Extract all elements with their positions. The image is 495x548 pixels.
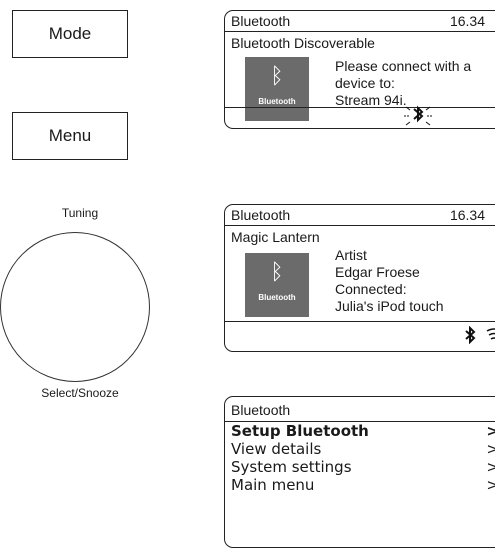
menu-button[interactable]: Menu (12, 112, 128, 160)
screen-time: 16.34 (449, 13, 485, 29)
display-screen-discoverable: Bluetooth 16.34 Bluetooth Discoverable ᛒ… (224, 10, 495, 129)
info-line-1: Artist (335, 247, 367, 263)
message-line-2: device to: (335, 75, 395, 91)
menu-item-main-menu[interactable]: Main menu (231, 476, 315, 494)
display-screen-menu: Bluetooth Setup Bluetooth > View details… (224, 396, 495, 548)
chevron-right-icon: > (486, 422, 495, 440)
info-line-4: Julia's iPod touch (335, 298, 444, 314)
info-line-2: Edgar Froese (335, 264, 420, 280)
divider (225, 107, 495, 108)
mode-button[interactable]: Mode (12, 10, 128, 58)
menu-item-setup-bluetooth[interactable]: Setup Bluetooth (231, 422, 369, 440)
divider (225, 321, 495, 322)
mode-button-label: Mode (48, 24, 92, 43)
bluetooth-logo-text: Bluetooth (258, 97, 296, 106)
screen-title: Bluetooth (231, 402, 291, 418)
tuning-knob[interactable] (0, 232, 150, 382)
chevron-right-icon: > (486, 440, 495, 458)
chevron-right-icon: > (486, 458, 495, 476)
bluetooth-icon: ᛒ (270, 64, 284, 89)
message-line-1: Please connect with a (335, 58, 472, 74)
bluetooth-logo: ᛒ Bluetooth (245, 253, 309, 317)
screen-time: 16.34 (449, 207, 485, 223)
menu-item-view-details[interactable]: View details (231, 440, 322, 458)
bluetooth-icon: ᛒ (270, 260, 284, 285)
screen-title: Bluetooth (231, 13, 291, 29)
bluetooth-blinking-icon (404, 105, 432, 126)
divider (225, 225, 495, 226)
display-screen-connected: Bluetooth 16.34 Magic Lantern ᛒ Bluetoot… (224, 204, 495, 352)
menu-button-label: Menu (48, 126, 92, 145)
track-title: Magic Lantern (231, 229, 320, 245)
bluetooth-icon (465, 326, 476, 344)
chevron-right-icon: > (486, 476, 495, 494)
divider (225, 421, 495, 422)
bluetooth-logo-text: Bluetooth (258, 293, 296, 302)
info-line-3: Connected: (335, 281, 407, 297)
wifi-signal-icon (486, 328, 495, 340)
divider (225, 31, 495, 32)
screen-title: Bluetooth (231, 207, 291, 223)
bluetooth-logo: ᛒ Bluetooth (245, 57, 309, 121)
menu-item-system-settings[interactable]: System settings (231, 458, 352, 476)
tuning-label: Tuning (61, 206, 99, 220)
screen-subtitle: Bluetooth Discoverable (231, 35, 375, 51)
select-snooze-label: Select/Snooze (41, 386, 119, 400)
message-line-3: Stream 94i. (335, 92, 407, 108)
